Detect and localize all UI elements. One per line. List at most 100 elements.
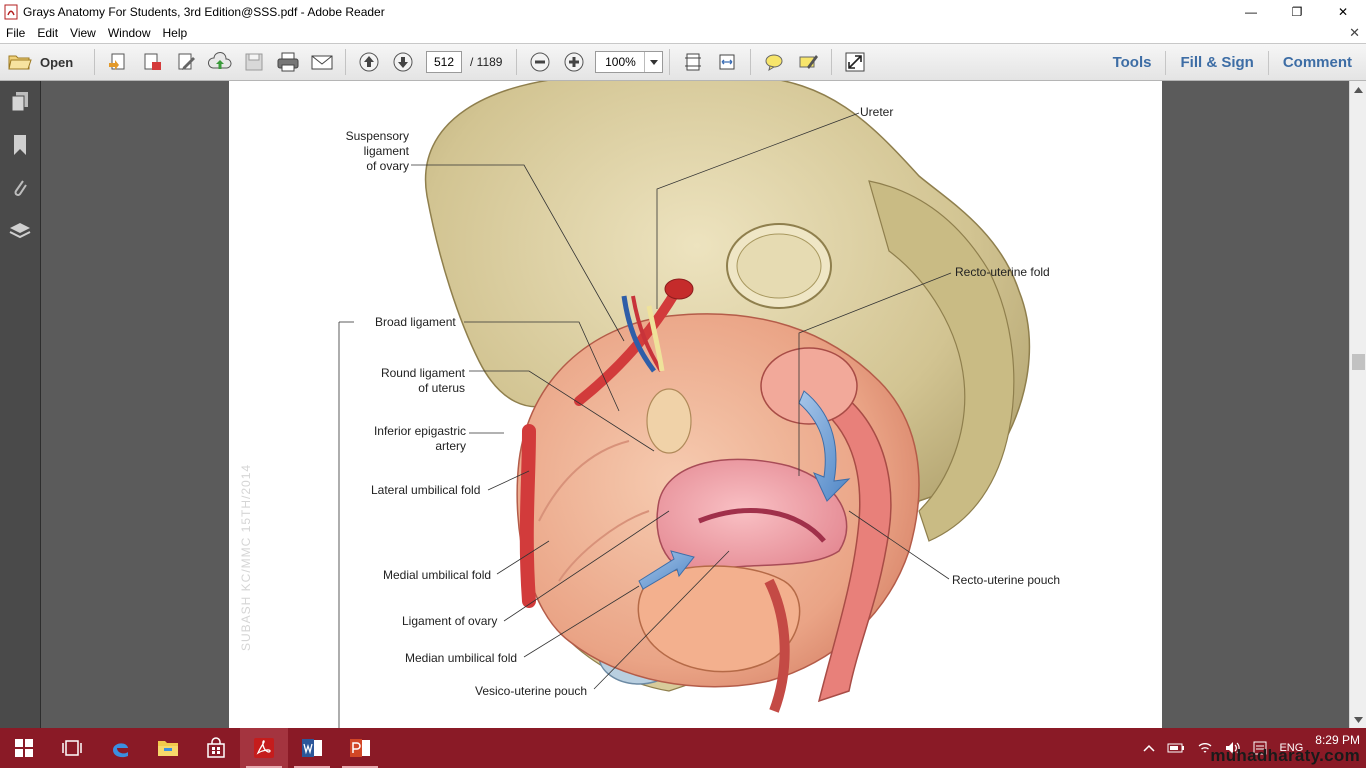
windows-logo-icon (15, 739, 33, 757)
upload-button[interactable] (205, 47, 235, 77)
label-median-umbilical-fold: Median umbilical fold (405, 651, 518, 665)
zoom-select[interactable]: 100% (595, 51, 664, 73)
blue-arrow-recto-uterine (798, 390, 851, 502)
task-view-icon (62, 740, 82, 756)
open-button[interactable]: Open (2, 47, 86, 77)
label-recto-uterine-pouch: Recto-uterine pouch (952, 573, 1061, 587)
printer-icon (277, 52, 299, 72)
fit-page-button[interactable] (678, 47, 708, 77)
taskbar-edge[interactable] (96, 728, 144, 768)
next-page-button[interactable] (388, 47, 418, 77)
urinary-bladder (637, 565, 801, 673)
task-view-button[interactable] (48, 728, 96, 768)
rectum-section (760, 347, 858, 425)
create-pdf-button[interactable] (103, 47, 133, 77)
ovarian-vein (621, 295, 657, 373)
document-area[interactable]: Suspensory ligament of ovary Ureter Rect… (41, 81, 1349, 728)
wifi-icon[interactable] (1197, 741, 1213, 755)
edit-pdf-button[interactable] (171, 47, 201, 77)
battery-icon[interactable] (1167, 742, 1185, 754)
cloud-upload-icon (208, 52, 232, 69)
attachments-paperclip-icon[interactable] (8, 176, 32, 200)
menu-view[interactable]: View (70, 26, 96, 40)
close-document-button[interactable]: ✕ (1349, 25, 1360, 40)
fit-width-button[interactable] (712, 47, 742, 77)
blue-arrow-vesico-uterine (638, 550, 695, 590)
tab-fill-sign[interactable]: Fill & Sign (1165, 51, 1267, 75)
page-thumbnails-icon[interactable] (8, 90, 32, 114)
highlight-button[interactable] (793, 47, 823, 77)
export-pdf-icon (144, 53, 161, 70)
action-center-icon[interactable] (1253, 741, 1267, 755)
external-iliac-artery (574, 281, 684, 406)
open-label: Open (40, 54, 74, 70)
chevron-down-icon[interactable] (644, 52, 662, 72)
volume-icon[interactable] (1225, 741, 1241, 755)
save-button[interactable] (239, 47, 269, 77)
floppy-disk-icon (245, 53, 263, 71)
label-broad-ligament: Broad ligament (375, 315, 456, 329)
powerpoint-icon (350, 739, 370, 757)
label-lateral-umbilical-fold: Lateral umbilical fold (371, 483, 481, 497)
menu-window[interactable]: Window (107, 26, 151, 40)
arrow-up-circle-icon (359, 52, 379, 72)
tab-tools[interactable]: Tools (1112, 54, 1152, 71)
chevron-up-icon[interactable] (1143, 744, 1155, 752)
layers-icon[interactable] (8, 219, 32, 243)
minimize-button[interactable]: — (1245, 4, 1257, 19)
add-comment-button[interactable] (759, 47, 789, 77)
vertical-scrollbar[interactable] (1349, 81, 1366, 728)
edge-browser-icon (113, 743, 128, 758)
page-number-input[interactable]: 512 (426, 51, 462, 73)
arrow-down-circle-icon (393, 52, 413, 72)
taskbar-word[interactable] (288, 728, 336, 768)
start-button[interactable] (0, 728, 48, 768)
toolbar-separator (750, 49, 752, 75)
pdf-page: Suspensory ligament of ovary Ureter Rect… (229, 81, 1162, 728)
tab-comment[interactable]: Comment (1267, 51, 1366, 75)
restore-button[interactable]: ❐ (1291, 4, 1303, 19)
rectum (808, 380, 892, 703)
ovary (646, 388, 692, 454)
zoom-value: 100% (605, 55, 636, 69)
toolbar-separator (345, 49, 346, 75)
menu-edit[interactable]: Edit (37, 26, 59, 40)
label-vesico-uterine-pouch: Vesico-uterine pouch (475, 684, 588, 698)
zoom-in-button[interactable] (559, 47, 589, 77)
zoom-out-button[interactable] (525, 47, 555, 77)
taskbar-powerpoint[interactable] (336, 728, 384, 768)
file-explorer-icon (158, 741, 178, 756)
label-recto-uterine-fold: Recto-uterine fold (955, 265, 1050, 279)
highlighter-icon (799, 55, 819, 69)
brand-watermark: muhadharaty.com (1210, 746, 1360, 765)
create-pdf-icon (109, 53, 125, 70)
email-button[interactable] (307, 47, 337, 77)
fit-width-icon (719, 54, 735, 70)
menu-help[interactable]: Help (162, 26, 188, 40)
envelope-icon (311, 55, 333, 70)
language-indicator[interactable]: ENG (1279, 742, 1304, 754)
export-pdf-button[interactable] (137, 47, 167, 77)
ureter-vessel (646, 305, 665, 372)
taskbar-store[interactable] (192, 728, 240, 768)
plus-circle-icon (564, 52, 584, 72)
clock[interactable]: 8:29 PM (1315, 733, 1360, 755)
close-button[interactable]: ✕ (1337, 4, 1349, 19)
folder-icon (8, 55, 32, 70)
menu-file[interactable]: File (6, 26, 26, 40)
label-ureter: Ureter (860, 105, 894, 119)
previous-page-button[interactable] (354, 47, 384, 77)
title-bar: Grays Anatomy For Students, 3rd Edition@… (0, 0, 1366, 23)
scroll-up-arrow-icon[interactable] (1350, 81, 1366, 98)
bookmarks-icon[interactable] (8, 133, 32, 157)
taskbar-file-explorer[interactable] (144, 728, 192, 768)
scroll-down-arrow-icon[interactable] (1350, 711, 1366, 728)
scrollbar-thumb[interactable] (1352, 354, 1365, 370)
expand-icon (845, 52, 865, 72)
pencil-document-icon (178, 53, 195, 70)
full-screen-button[interactable] (840, 47, 870, 77)
label-round-ligament: Round ligament of uterus (380, 366, 465, 395)
print-button[interactable] (273, 47, 303, 77)
taskbar-adobe-reader[interactable] (240, 728, 288, 768)
